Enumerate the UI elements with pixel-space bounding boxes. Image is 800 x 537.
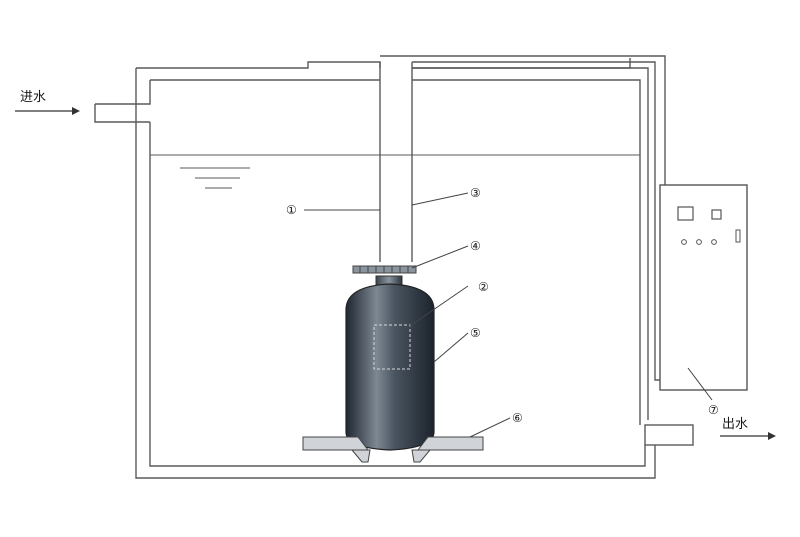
inlet-label: 进水 <box>20 90 46 105</box>
callout-6: ⑥ <box>512 411 523 425</box>
callout-1: ① <box>286 203 297 217</box>
display-window <box>677 206 694 221</box>
leader-lines <box>304 192 713 438</box>
sterilizer-tank <box>345 275 435 451</box>
top-plate <box>352 265 417 274</box>
button-2 <box>696 239 702 245</box>
indicator-window <box>711 209 722 220</box>
outlet-pipe <box>644 424 694 446</box>
outlet-label: 出水 <box>722 417 748 432</box>
button-1 <box>681 239 687 245</box>
callout-5: ⑤ <box>470 326 481 340</box>
vertical-pipes <box>379 55 666 420</box>
control-cabinet <box>659 184 748 391</box>
water-surface <box>150 154 640 189</box>
outlet-arrow <box>720 432 776 440</box>
inlet-pipe <box>94 80 151 123</box>
inlet-arrow <box>15 107 80 115</box>
callout-2: ② <box>478 280 489 294</box>
switch-lever <box>735 229 741 243</box>
callout-7: ⑦ <box>708 403 719 417</box>
button-3 <box>711 239 717 245</box>
base-stand <box>302 436 484 463</box>
callout-4: ④ <box>470 239 481 253</box>
callout-3: ③ <box>470 186 481 200</box>
